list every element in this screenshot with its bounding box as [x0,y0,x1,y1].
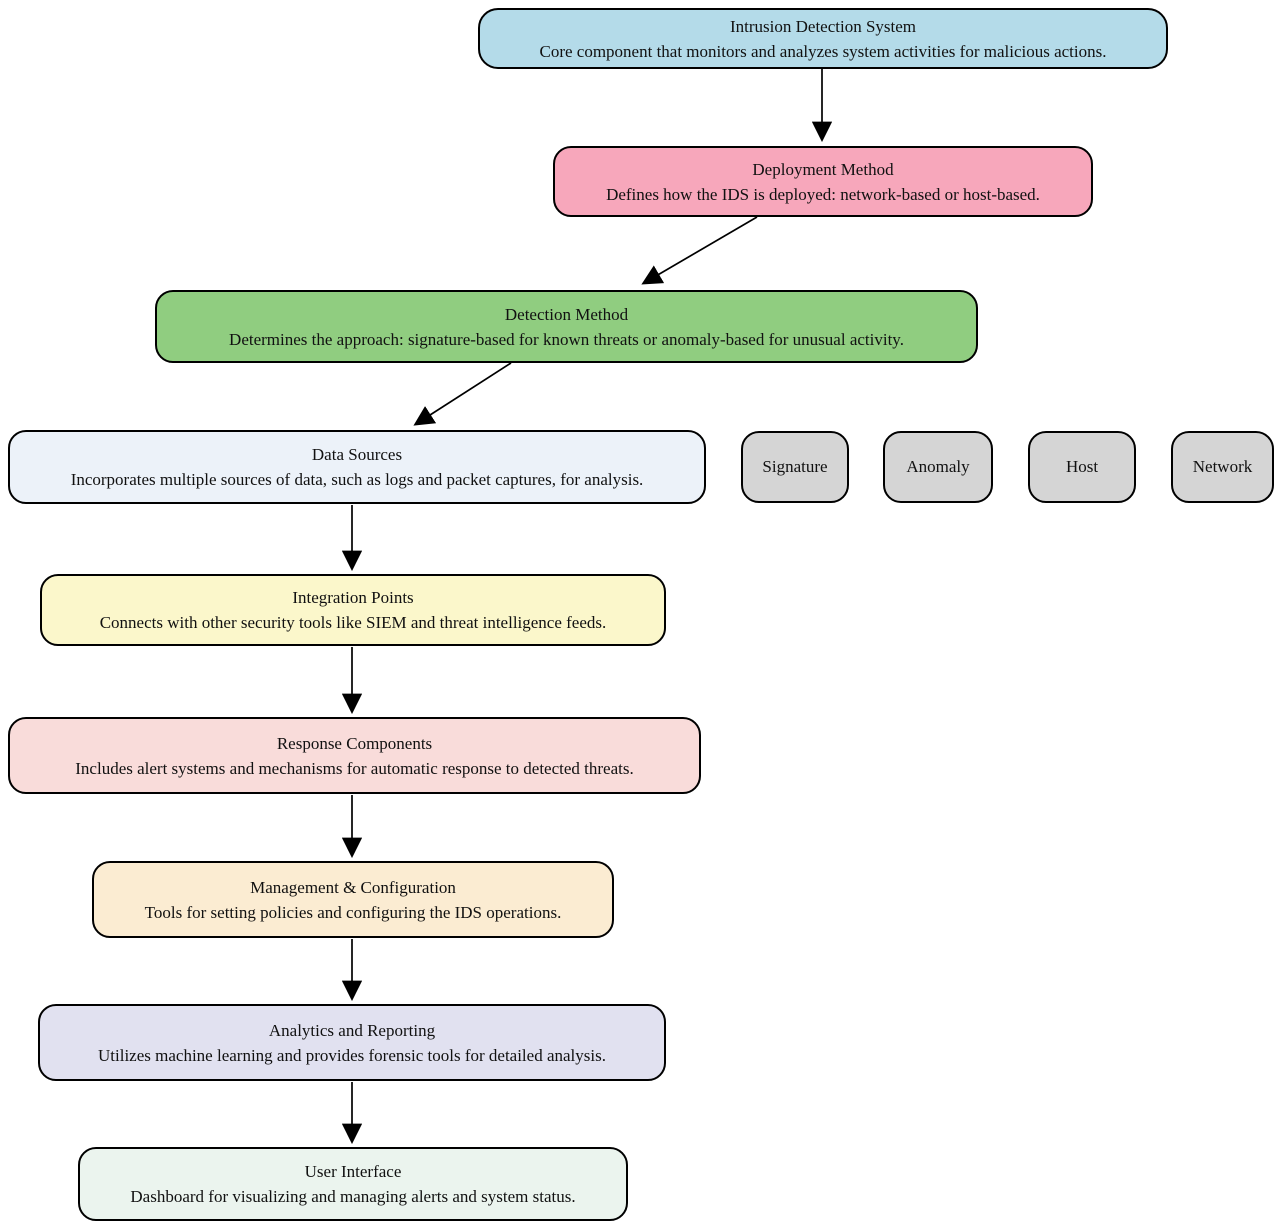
node-user-interface: User Interface Dashboard for visualizing… [78,1147,628,1221]
node-title: Data Sources [311,445,403,464]
leaf-network: Network [1171,431,1274,503]
leaf-label: Network [1192,457,1253,476]
leaf-label: Anomaly [906,457,970,476]
node-title: User Interface [304,1162,402,1181]
node-detection-method: Detection Method Determines the approach… [155,290,978,363]
node-description: Incorporates multiple sources of data, s… [70,470,644,489]
leaf-host: Host [1028,431,1136,503]
node-title: Detection Method [504,304,629,324]
node-description: Determines the approach: signature-based… [229,329,904,349]
leaf-signature: Signature [741,431,849,503]
node-analytics-reporting: Analytics and Reporting Utilizes machine… [38,1004,666,1081]
leaf-label: Host [1065,457,1099,476]
node-description: Connects with other security tools like … [99,613,607,632]
node-description: Core component that monitors and analyze… [539,41,1107,61]
node-integration-points: Integration Points Connects with other s… [40,574,666,646]
node-title: Management & Configuration [250,877,456,897]
node-title: Deployment Method [752,159,894,179]
node-description: Tools for setting policies and configuri… [144,902,562,922]
node-deployment-method: Deployment Method Defines how the IDS is… [553,146,1093,217]
arrow-detection-to-data-sources [413,362,512,426]
node-description: Dashboard for visualizing and managing a… [130,1187,576,1206]
leaf-label: Signature [762,457,828,476]
arrow-deployment-to-detection [641,216,758,285]
node-description: Includes alert systems and mechanisms fo… [75,758,634,778]
node-title: Response Components [276,733,433,753]
node-response-components: Response Components Includes alert syste… [8,717,701,794]
node-description: Utilizes machine learning and provides f… [98,1045,606,1065]
node-description: Defines how the IDS is deployed: network… [606,184,1040,204]
node-intrusion-detection-system: Intrusion Detection System Core componen… [478,8,1168,69]
node-data-sources: Data Sources Incorporates multiple sourc… [8,430,706,504]
node-title: Integration Points [292,588,414,607]
node-title: Analytics and Reporting [268,1020,436,1040]
node-management-configuration: Management & Configuration Tools for set… [92,861,614,938]
node-title: Intrusion Detection System [729,16,917,36]
leaf-anomaly: Anomaly [883,431,993,503]
